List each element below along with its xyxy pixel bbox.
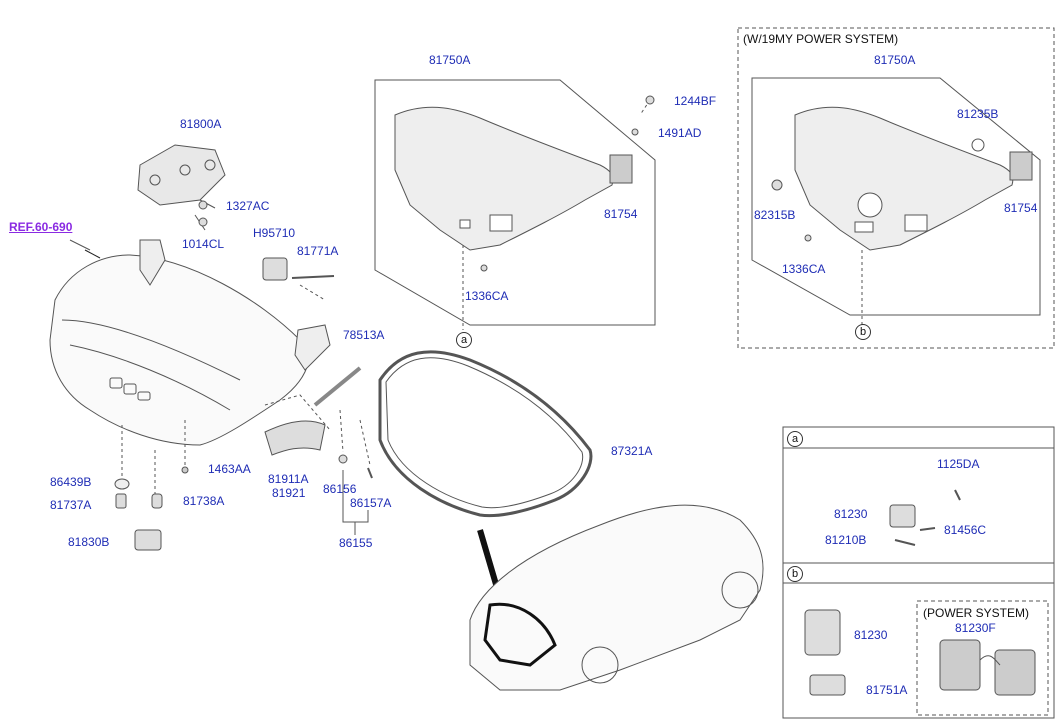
trunk-lid-drawing bbox=[49, 249, 309, 446]
label-1336CA-b[interactable]: 1336CA bbox=[782, 262, 826, 276]
label-81456C[interactable]: 81456C bbox=[944, 523, 987, 537]
label-1125DA[interactable]: 1125DA bbox=[937, 457, 980, 471]
hinge-drawing bbox=[139, 239, 331, 371]
label-86157A[interactable]: 86157A bbox=[350, 496, 392, 510]
label-81230[interactable]: 81230 bbox=[834, 507, 868, 521]
heading-power-system: (POWER SYSTEM) bbox=[923, 606, 1030, 620]
label-H95710[interactable]: H95710 bbox=[253, 226, 296, 240]
label-81230F[interactable]: 81230F bbox=[955, 621, 996, 635]
label-81737A[interactable]: 81737A bbox=[50, 498, 92, 512]
label-81750A[interactable]: 81750A bbox=[429, 53, 471, 67]
label-81230-b[interactable]: 81230 bbox=[854, 628, 888, 642]
label-81754[interactable]: 81754 bbox=[604, 207, 638, 221]
marker-a: a bbox=[456, 332, 472, 348]
label-81751A[interactable]: 81751A bbox=[866, 683, 908, 697]
label-81830B[interactable]: 81830B bbox=[68, 535, 110, 549]
label-ref-60-690[interactable]: REF.60-690 bbox=[9, 220, 73, 234]
label-87321A[interactable]: 87321A bbox=[611, 444, 653, 458]
latch-81800A-drawing bbox=[137, 144, 226, 206]
label-81771A[interactable]: 81771A bbox=[297, 244, 339, 258]
section-marker-a: a bbox=[787, 431, 803, 447]
label-1463AA[interactable]: 1463AA bbox=[208, 462, 251, 476]
label-1327AC[interactable]: 1327AC bbox=[226, 199, 270, 213]
label-81210B[interactable]: 81210B bbox=[825, 533, 867, 547]
label-81921[interactable]: 81921 bbox=[272, 486, 306, 500]
label-1244BF[interactable]: 1244BF bbox=[674, 94, 717, 108]
label-81911A[interactable]: 81911A bbox=[268, 472, 309, 486]
label-78513A[interactable]: 78513A bbox=[343, 328, 385, 342]
label-86439B[interactable]: 86439B bbox=[50, 475, 92, 489]
label-81738A[interactable]: 81738A bbox=[183, 494, 225, 508]
label-86156[interactable]: 86156 bbox=[323, 482, 357, 496]
label-1491AD[interactable]: 1491AD bbox=[658, 126, 702, 140]
label-81800A[interactable]: 81800A bbox=[180, 117, 222, 131]
label-82315B[interactable]: 82315B bbox=[754, 208, 796, 222]
label-81754-b[interactable]: 81754 bbox=[1004, 201, 1038, 215]
label-86155[interactable]: 86155 bbox=[339, 536, 373, 550]
marker-b: b bbox=[855, 324, 871, 340]
section-marker-b: b bbox=[787, 566, 803, 582]
label-81750A-b[interactable]: 81750A bbox=[874, 53, 916, 67]
car-drawing bbox=[469, 504, 764, 691]
label-1336CA[interactable]: 1336CA bbox=[465, 289, 509, 303]
heading-w19my-power-system: (W/19MY POWER SYSTEM) bbox=[743, 32, 899, 46]
label-1014CL[interactable]: 1014CL bbox=[182, 237, 225, 251]
label-81235B[interactable]: 81235B bbox=[957, 107, 999, 121]
